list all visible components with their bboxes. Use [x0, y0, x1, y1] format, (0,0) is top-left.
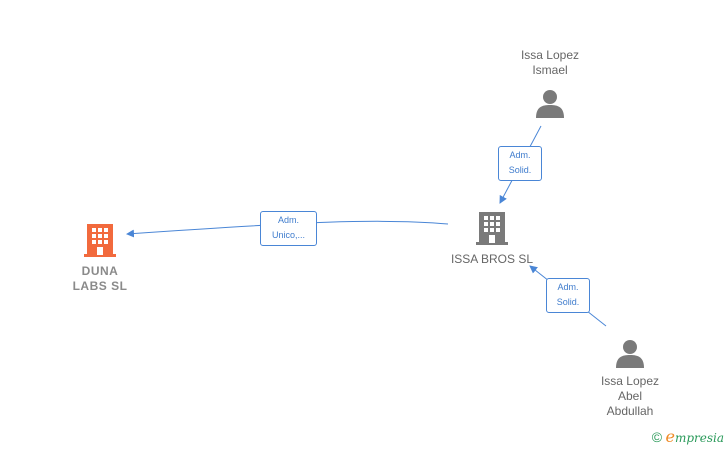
empresia-logo: © empresia: [652, 427, 724, 446]
company-name-issa-bros: ISSA BROS SL: [450, 252, 534, 266]
brand-name: mpresia: [674, 431, 724, 445]
building-icon: [476, 212, 508, 245]
node-issa-lopez-abel-abdullah[interactable]: Issa Lopez Abel Abdullah: [580, 338, 680, 419]
person-name-ismael: Issa Lopez Ismael: [520, 48, 580, 77]
edge-label-adm-solid-ismael: Adm. Solid.: [498, 146, 542, 181]
node-issa-bros[interactable]: ISSA BROS SL: [440, 210, 544, 267]
company-name-duna-labs: DUNA LABS SL: [72, 264, 128, 293]
person-icon: [616, 340, 644, 368]
brand-initial: e: [665, 427, 675, 446]
copyright-symbol: ©: [651, 429, 663, 445]
person-icon: [536, 90, 564, 118]
node-issa-lopez-ismael[interactable]: Issa Lopez Ismael: [500, 48, 600, 118]
edge-issa-bros-to-duna-labs: [126, 220, 449, 238]
node-duna-labs[interactable]: DUNA LABS SL: [58, 222, 142, 294]
edge-label-adm-solid-abel: Adm. Solid.: [546, 278, 590, 313]
building-icon: [84, 224, 116, 257]
person-name-abel: Issa Lopez Abel Abdullah: [600, 374, 660, 418]
edge-label-adm-unico: Adm. Unico,...: [260, 211, 317, 246]
